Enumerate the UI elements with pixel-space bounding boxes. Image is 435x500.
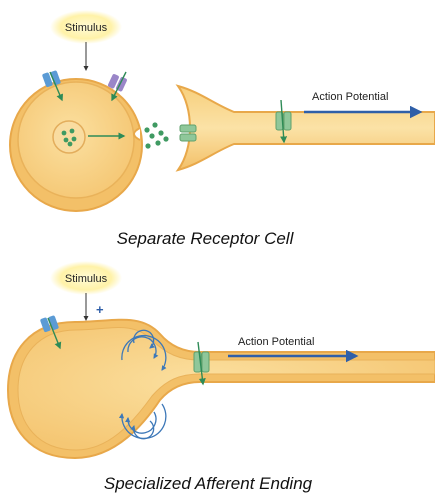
bottom-stimulus: Stimulus + <box>50 261 122 321</box>
bottom-blue-channel <box>40 315 62 350</box>
top-stimulus: Stimulus <box>50 10 122 71</box>
postsynaptic-receptor <box>179 124 197 133</box>
depolarization-plus: + <box>96 302 104 317</box>
top-stimulus-label: Stimulus <box>65 22 108 34</box>
bottom-panel: Stimulus + <box>6 261 435 493</box>
bottom-stimulus-label: Stimulus <box>65 273 108 285</box>
bottom-caption: Specialized Afferent Ending <box>104 474 313 493</box>
top-stimulus-glow <box>50 10 122 44</box>
top-sodium-channel <box>275 99 292 144</box>
neurotransmitter-molecules <box>144 122 169 149</box>
top-caption: Separate Receptor Cell <box>117 229 295 248</box>
top-action-potential: Action Potential <box>304 91 423 119</box>
bottom-sodium-channel <box>193 341 210 386</box>
receptor-cell <box>9 78 143 212</box>
top-purple-channel <box>107 71 127 102</box>
vesicle-cluster <box>52 120 86 154</box>
bottom-action-potential-label: Action Potential <box>238 336 314 348</box>
bottom-action-potential: Action Potential <box>228 336 359 363</box>
bottom-stimulus-glow <box>50 261 122 295</box>
top-panel: Stimulus <box>9 10 435 248</box>
top-afferent-neuron <box>175 84 435 172</box>
release-site <box>133 127 141 141</box>
local-current-loops <box>118 329 167 440</box>
top-blue-channel <box>42 70 64 102</box>
specialized-afferent-ending <box>6 318 435 460</box>
top-action-potential-label: Action Potential <box>312 91 388 103</box>
